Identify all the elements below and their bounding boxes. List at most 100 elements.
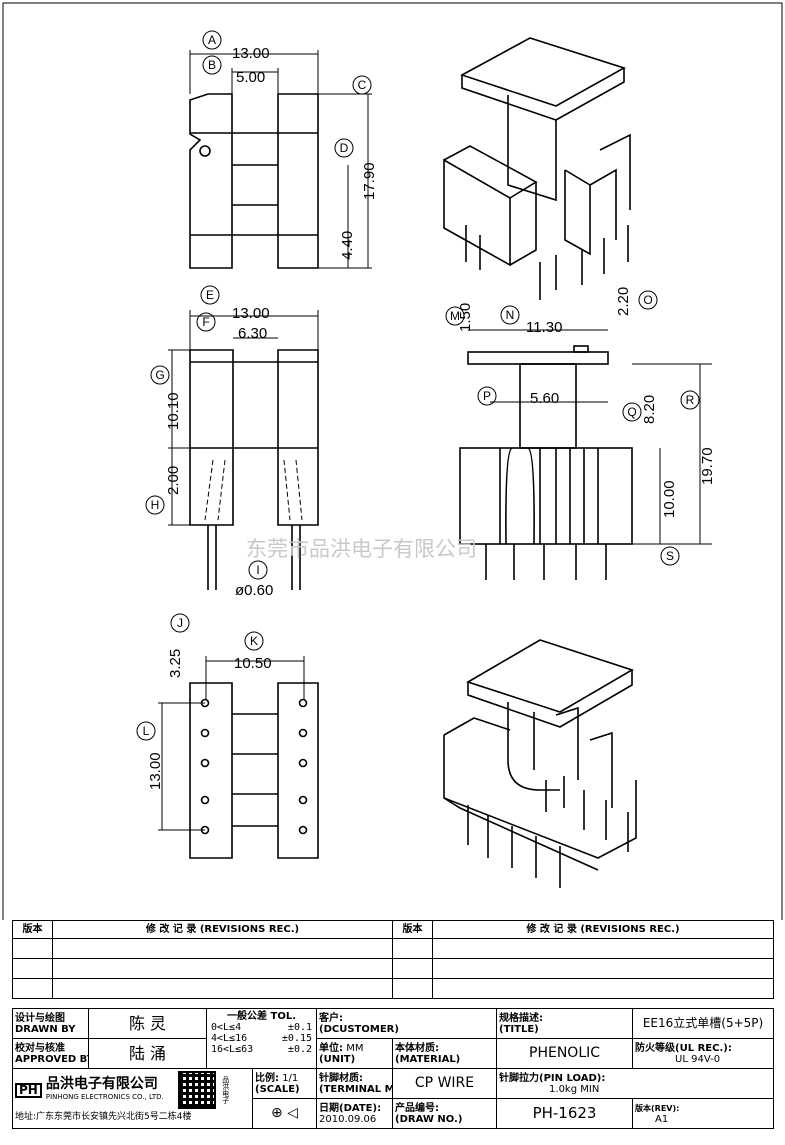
dim-top-inner: 5.00	[236, 69, 265, 86]
callout-letter-i: I	[256, 563, 259, 577]
rev-cell: 版本(REV):A1	[632, 1098, 775, 1129]
callout-circle	[196, 312, 216, 332]
company-logo: PH	[15, 1082, 42, 1098]
scale-cell: 比例: 1/1(SCALE)	[251, 1068, 318, 1099]
dim-bot-width: 10.50	[234, 655, 272, 672]
iso-view-top	[443, 37, 631, 300]
company-address: 地址:广东东莞市长安镇先兴北街5号二栋4楼	[15, 1112, 192, 1122]
drawn-by-name: 陈 灵	[88, 1008, 207, 1039]
callout-circle	[352, 75, 372, 95]
tolerance-box: 一般公差 TOL. 0<L≤4±0.1 4<L≤16±0.15 16<L≤63±…	[205, 1008, 318, 1069]
rev-rec-header-left: 修 改 记 录 (REVISIONS REC.)	[52, 920, 393, 939]
callout-circle	[136, 721, 156, 741]
callout-letter-f: F	[202, 315, 209, 329]
callout-circle	[145, 495, 165, 515]
callout-letter-b: B	[208, 58, 216, 72]
terminal-value: CP WIRE	[392, 1068, 498, 1099]
side-view	[459, 329, 712, 580]
callout-letter-g: G	[155, 368, 164, 382]
callout-circle	[170, 613, 190, 633]
rev-cell	[12, 958, 53, 979]
callout-circle	[150, 365, 170, 385]
sheet-border	[2, 2, 783, 920]
drawno-value: PH-1623	[496, 1098, 634, 1129]
dim-pin-dia: ø0.60	[235, 582, 273, 599]
pin-load: 针脚拉力(PIN LOAD):1.0kg MIN	[496, 1068, 775, 1099]
dim-side-width: 11.30	[526, 319, 562, 336]
dim-side-total: 19.70	[699, 447, 716, 485]
rev-cell	[52, 958, 393, 979]
callout-letter-n: N	[506, 308, 515, 322]
unit-cell: 单位: MM(UNIT)	[316, 1038, 394, 1069]
projection-symbol: ⊕ ◁	[251, 1098, 318, 1129]
rev-cell	[52, 938, 393, 959]
callout-circle	[202, 55, 222, 75]
company-side-label: 品洪电子	[221, 1076, 230, 1104]
technical-drawing: 13.00 5.00 17.90 4.40	[2, 2, 783, 920]
bottom-view	[158, 656, 319, 859]
dim-side-core-h: 8.20	[641, 395, 658, 424]
callout-circle	[200, 285, 220, 305]
callout-letter-m: M	[450, 309, 460, 323]
callout-circle	[248, 560, 268, 580]
callout-letter-r: R	[686, 393, 695, 407]
dim-side-body: 10.00	[661, 480, 678, 518]
callout-circle	[445, 306, 465, 326]
rev-cell	[432, 958, 774, 979]
rev-version-header-left: 版本	[12, 920, 53, 939]
approved-by-name: 陆 涌	[88, 1038, 207, 1069]
dim-side-core: 5.60	[530, 390, 559, 407]
qr-code	[177, 1071, 216, 1109]
rev-cell	[392, 978, 433, 999]
callout-circle	[500, 305, 520, 325]
callout-letter-p: P	[483, 389, 491, 403]
rev-rec-header-right: 修 改 记 录 (REVISIONS REC.)	[432, 920, 774, 939]
dim-bot-offset: 3.25	[167, 649, 184, 678]
callout-letter-o: O	[643, 293, 652, 307]
callout-letter-c: C	[358, 78, 367, 92]
callout-letter-a: A	[208, 33, 216, 47]
rev-cell	[12, 938, 53, 959]
dim-top-width: 13.00	[232, 45, 270, 62]
material-label: 本体材质:(MATERIAL)	[392, 1038, 498, 1069]
customer-cell: 客户:(DCUSTOMER)	[316, 1008, 498, 1039]
callout-circle	[477, 386, 497, 406]
rev-cell	[52, 978, 393, 999]
iso-view-bottom	[443, 639, 637, 888]
company-name: 品洪电子有限公司	[45, 1076, 158, 1092]
callout-letter-e: E	[206, 288, 214, 302]
fire-rating: 防火等级(UL REC.):UL 94V-0	[632, 1038, 775, 1069]
revisions-table: 版本 修 改 记 录 (REVISIONS REC.) 版本 修 改 记 录 (…	[12, 920, 774, 999]
dim-top-height: 17.90	[361, 162, 378, 200]
dim-mid-inner: 6.30	[238, 325, 267, 342]
rev-cell	[432, 938, 774, 959]
rev-cell	[392, 938, 433, 959]
callout-letter-k: K	[250, 634, 258, 648]
callout-circle	[622, 402, 642, 422]
rev-cell	[432, 978, 774, 999]
title-value: EE16立式单槽(5+5P)	[632, 1008, 775, 1039]
callout-circle	[680, 390, 700, 410]
rev-cell	[12, 978, 53, 999]
dim-side-right: 2.20	[615, 287, 632, 316]
callout-circle	[660, 546, 680, 566]
dim-mid-upper: 10.10	[165, 392, 182, 430]
callout-letter-q: Q	[627, 405, 636, 419]
dim-top-pitch: 4.40	[339, 231, 356, 260]
front-view	[168, 310, 319, 590]
date-cell: 日期(DATE):2010.09.06	[316, 1098, 394, 1129]
watermark: 东莞市品洪电子有限公司	[246, 537, 477, 561]
terminal-label: 针脚材质:(TERMINAL MAT.)	[316, 1068, 394, 1099]
callout-letter-l: L	[143, 724, 150, 738]
title-label: 规格描述:(TITLE)	[496, 1008, 634, 1039]
callout-circle	[334, 138, 354, 158]
dim-bot-pitch: 13.00	[147, 752, 164, 790]
rev-cell	[392, 958, 433, 979]
dim-mid-width: 13.00	[232, 305, 270, 322]
callout-circle	[202, 30, 222, 50]
callout-circle	[638, 290, 658, 310]
